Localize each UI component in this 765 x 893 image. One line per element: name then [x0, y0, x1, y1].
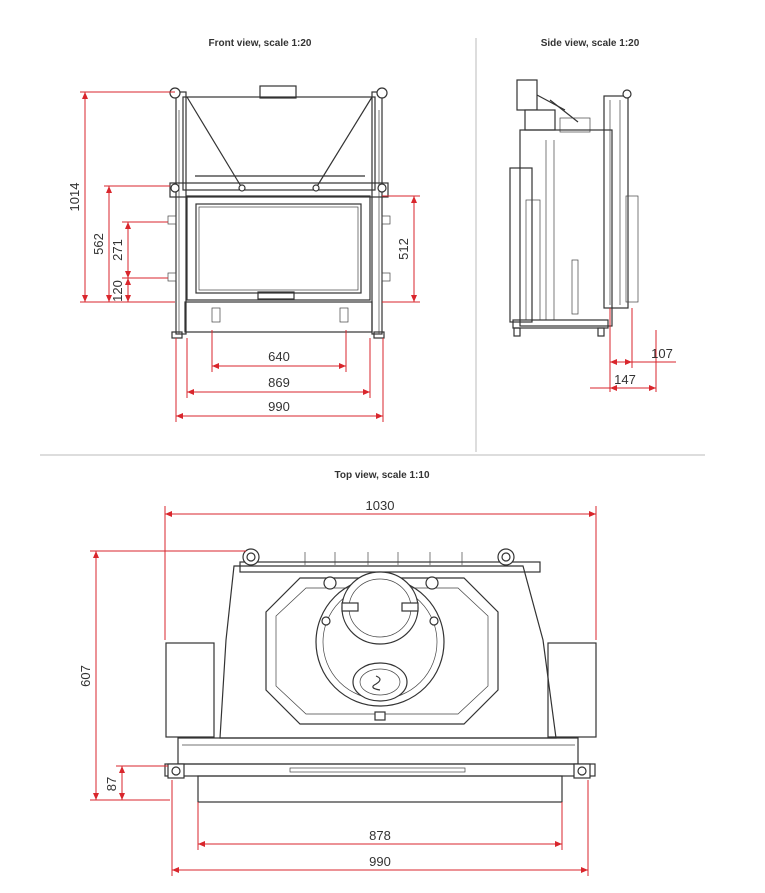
dim-271: 271	[110, 239, 125, 261]
dim-607: 607	[78, 665, 93, 687]
dim-1030: 1030	[366, 498, 395, 513]
side-view	[509, 79, 639, 337]
side-view-dimensions	[590, 308, 676, 392]
dim-990-front: 990	[268, 399, 290, 414]
dim-869: 869	[268, 375, 290, 390]
dim-107: 107	[651, 346, 673, 361]
dim-120: 120	[110, 280, 125, 302]
dim-147: 147	[614, 372, 636, 387]
dim-640: 640	[268, 349, 290, 364]
dim-562: 562	[91, 233, 106, 255]
top-view-title: Top view, scale 1:10	[334, 470, 430, 481]
dim-878: 878	[369, 828, 391, 843]
front-view-title: Front view, scale 1:20	[208, 38, 312, 49]
dim-990-top: 990	[369, 854, 391, 869]
dim-512: 512	[396, 238, 411, 260]
front-view-dimensions	[80, 91, 420, 422]
dim-87: 87	[104, 777, 119, 791]
top-view	[164, 548, 597, 803]
top-view-dimensions	[90, 506, 597, 876]
dim-1014: 1014	[67, 183, 82, 212]
front-view	[167, 85, 391, 339]
side-view-title: Side view, scale 1:20	[540, 38, 640, 49]
